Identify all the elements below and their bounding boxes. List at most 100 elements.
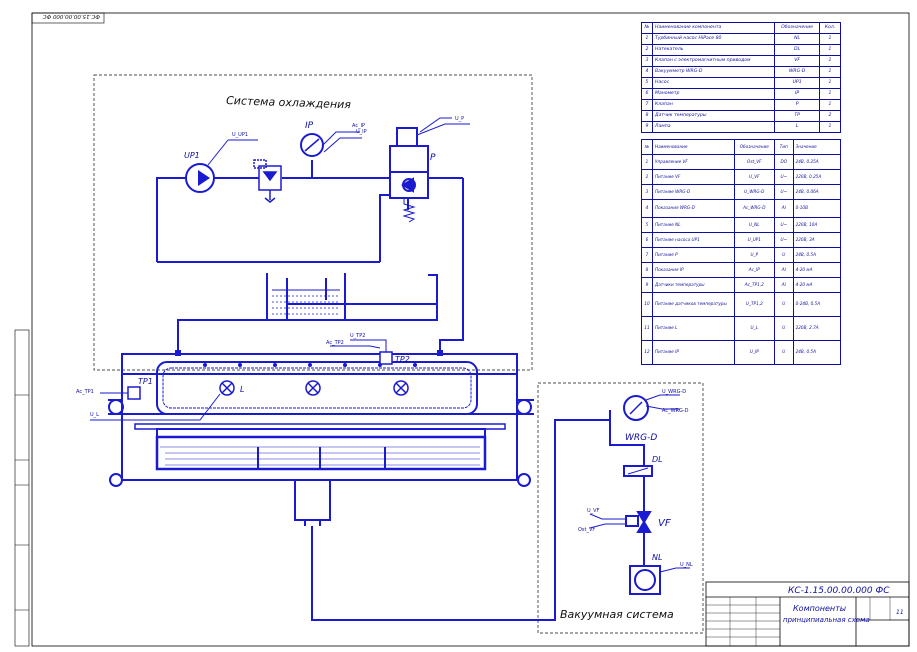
table-cell: 4-20 мА xyxy=(792,277,842,293)
table-cell: AI xyxy=(774,262,794,278)
check-valve xyxy=(253,159,282,203)
table-cell: 1 xyxy=(819,88,841,100)
table-cell: NL xyxy=(774,33,821,45)
table-cell: Питание P xyxy=(651,247,735,263)
table-cell: U_P xyxy=(733,247,776,263)
table-cell: DO xyxy=(774,154,794,170)
signal-u-vf: U_VF xyxy=(587,508,600,514)
table-cell: 2 xyxy=(819,110,841,122)
vacuum-system-label: Вакуумная система xyxy=(560,608,674,621)
table-cell: Питание насоса UP1 xyxy=(651,232,735,248)
table-cell: U_WRG-D xyxy=(733,184,776,200)
pump-label: UP1 xyxy=(184,151,200,160)
table-cell: 12 xyxy=(641,340,653,365)
table-cell: 24В, 0.5А xyxy=(792,340,842,365)
title-block xyxy=(705,581,910,647)
table-cell: Ac_IP xyxy=(733,262,776,278)
signal-ac-wrg: Ac_WRG-D xyxy=(662,408,689,414)
table-cell: 220В, 10А xyxy=(792,217,842,233)
table-cell: U_IP xyxy=(733,340,776,365)
table-cell: 9 xyxy=(641,121,653,133)
dl-label: DL xyxy=(652,455,663,464)
table-cell: Питание IP xyxy=(651,340,735,365)
table-cell: 4 xyxy=(641,199,653,218)
vent-valve-vf xyxy=(589,505,652,566)
table-cell: Клапан с электромагнитным приводом xyxy=(651,55,776,67)
table-cell: Управление VF xyxy=(651,154,735,170)
sheet-frame xyxy=(31,12,910,647)
signal-ost-vf: Ost_VF xyxy=(578,527,595,533)
table-cell: 8 xyxy=(641,110,653,122)
table-cell: AI xyxy=(774,199,794,218)
table-cell: Вакуумметр WRG-D xyxy=(651,66,776,78)
signal-u-tp2: U_TP2 xyxy=(350,333,365,339)
table-cell: 1 xyxy=(819,33,841,45)
table-cell: L xyxy=(774,121,821,133)
sensor-tp1 xyxy=(100,386,141,400)
table-cell: 4 xyxy=(641,66,653,78)
table-cell: DL xyxy=(774,44,821,56)
table-cell: 1 xyxy=(819,77,841,89)
table-cell: AI xyxy=(774,277,794,293)
drawing-title-1: Компоненты xyxy=(793,604,846,613)
table-cell: P xyxy=(774,99,821,111)
signal-ac-tp1: Ac_TP1 xyxy=(76,389,94,395)
table-header-cell: Значение xyxy=(792,139,842,155)
table-cell: 24В, 0.25А xyxy=(792,154,842,170)
table-cell: TP xyxy=(774,110,821,122)
table-cell: 7 xyxy=(641,99,653,111)
table-cell: 220В, 0.25А xyxy=(792,169,842,185)
table-cell: 1 xyxy=(819,99,841,111)
table-cell: Питание WRG-D xyxy=(651,184,735,200)
table-cell: Турбинный насос HiPace 80 xyxy=(651,33,776,45)
table-cell: 1 xyxy=(819,44,841,56)
table-cell: U_TP1,2 xyxy=(733,292,776,317)
cooling-system-boundary xyxy=(93,74,533,371)
lamp-label: L xyxy=(240,385,244,394)
vacuum-gauge-wrg xyxy=(609,394,680,466)
table-cell: U~ xyxy=(774,232,794,248)
cooling-pipe-main xyxy=(156,177,186,262)
signal-u-l: U_L xyxy=(90,412,99,418)
table-cell: Питание VF xyxy=(651,169,735,185)
table-cell: Насос xyxy=(651,77,776,89)
table-cell: 10 xyxy=(641,292,653,317)
table-cell: 1 xyxy=(819,121,841,133)
table-cell: U_L xyxy=(733,316,776,341)
signal-u-p: U_P xyxy=(455,116,464,122)
drawing-title-2: принципиальная схема xyxy=(783,616,870,624)
leak-valve-dl xyxy=(623,465,653,505)
table-cell: 4-20 мА xyxy=(792,262,842,278)
table-cell: 8 xyxy=(641,262,653,278)
vf-label: VF xyxy=(658,518,671,529)
signal-u-ip: U_IP xyxy=(356,129,367,135)
table-header-cell: Обозначение xyxy=(733,139,776,155)
table-cell: U~ xyxy=(774,217,794,233)
table-cell: Ac_TP1,2 xyxy=(733,277,776,293)
signal-u-up1: U_UP1 xyxy=(232,132,248,138)
vacuum-pump-nl xyxy=(629,565,690,595)
table-header-cell: Обозначение xyxy=(774,22,821,34)
signal-ac-tp2: Ac_TP2 xyxy=(326,340,344,346)
table-header-cell: Кол. xyxy=(819,22,841,34)
table-cell: 1 xyxy=(819,55,841,67)
nl-label: NL xyxy=(652,553,662,562)
signal-ac-ip: Ac_IP xyxy=(352,123,365,129)
table-cell: VF xyxy=(774,55,821,67)
table-cell: Показания IP xyxy=(651,262,735,278)
valve-label: P xyxy=(430,153,436,163)
valve-p xyxy=(389,117,470,223)
table-cell: 9 xyxy=(641,277,653,293)
table-cell: 2 xyxy=(641,169,653,185)
